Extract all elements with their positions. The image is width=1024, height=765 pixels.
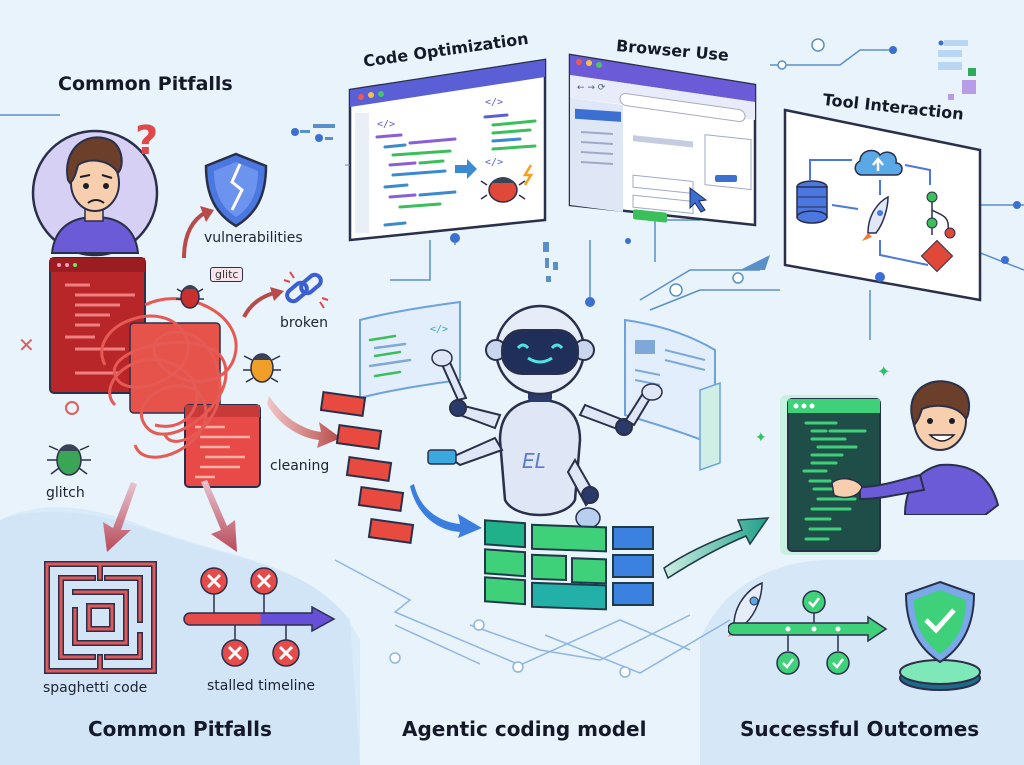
arrow-down-right-icon [201,480,237,552]
bug-icon-green [47,444,91,476]
tool-interaction-window [783,108,982,302]
bug-icon-red [176,285,204,309]
bug-icon-code-panel [480,164,534,203]
circuit-lines [334,559,731,674]
check-shield-icon [899,580,981,691]
label-spaghetti-code: spaghetti code [43,680,148,696]
svg-text:</>: </> [485,157,503,168]
stalled-timeline-icon [183,567,336,667]
sparkle-icon: ✦ [755,430,767,446]
svg-text:</>: </> [485,97,503,108]
cloud-upload-icon [854,149,903,176]
sparkle-icon: ✦ [877,362,891,381]
section-heading-successful-outcomes: Successful Outcomes [740,717,980,741]
code-optimization-window: </> </> </> [345,58,547,245]
success-timeline-icon [728,581,888,675]
broken-shield-icon [204,152,268,228]
broken-link-icon [283,271,329,309]
question-mark-icon: ? [135,118,159,164]
label-broken: broken [280,315,328,331]
happy-developer-icon [831,380,1000,515]
maze-icon [44,561,157,674]
section-heading-pitfalls-top: Common Pitfalls [58,73,233,95]
arrow-to-vulnerabilities-icon [182,206,214,259]
arrow-down-left-icon [103,482,137,552]
label-cleaning: cleaning [270,458,330,474]
organized-blocks-icon [484,519,654,611]
tangled-code-windows-icon [49,257,261,488]
robot-agent-icon: EL [427,304,663,529]
x-mark-icon: ✕ [18,333,35,357]
arrow-to-broken-icon [242,287,284,318]
red-bricks-icon [320,391,415,544]
svg-text:</>: </> [430,324,448,335]
green-code-window-icon [780,395,881,555]
git-branch-icon [920,191,956,273]
label-vulnerabilities: vulnerabilities [204,230,303,246]
mouse-cursor-icon [689,187,708,213]
glitch-speech-bubble: glitc [210,267,244,282]
database-icon [796,180,828,224]
floating-code-screen-right [624,318,721,472]
label-stalled-timeline: stalled timeline [207,678,315,694]
code-tag-icon: </> [377,119,395,130]
arrow-to-blocks-icon [410,484,482,538]
section-heading-pitfalls-bottom: Common Pitfalls [88,717,272,741]
svg-text:← → ⟳: ← → ⟳ [577,83,606,93]
bug-icon-orange [243,353,281,383]
floating-code-screen-left: </> [359,300,461,400]
circle-outline-icon [65,401,79,415]
rocket-icon-tool [862,195,889,241]
confused-developer-icon [31,129,159,257]
robot-chest-logo: EL [522,449,546,473]
arrow-to-cleaning-icon [267,396,341,448]
label-glitch: glitch [46,485,85,501]
browser-use-window: ← → ⟳ [568,53,757,227]
arrow-to-success-icon [663,517,770,580]
section-heading-agentic-coding-model: Agentic coding model [402,717,647,741]
